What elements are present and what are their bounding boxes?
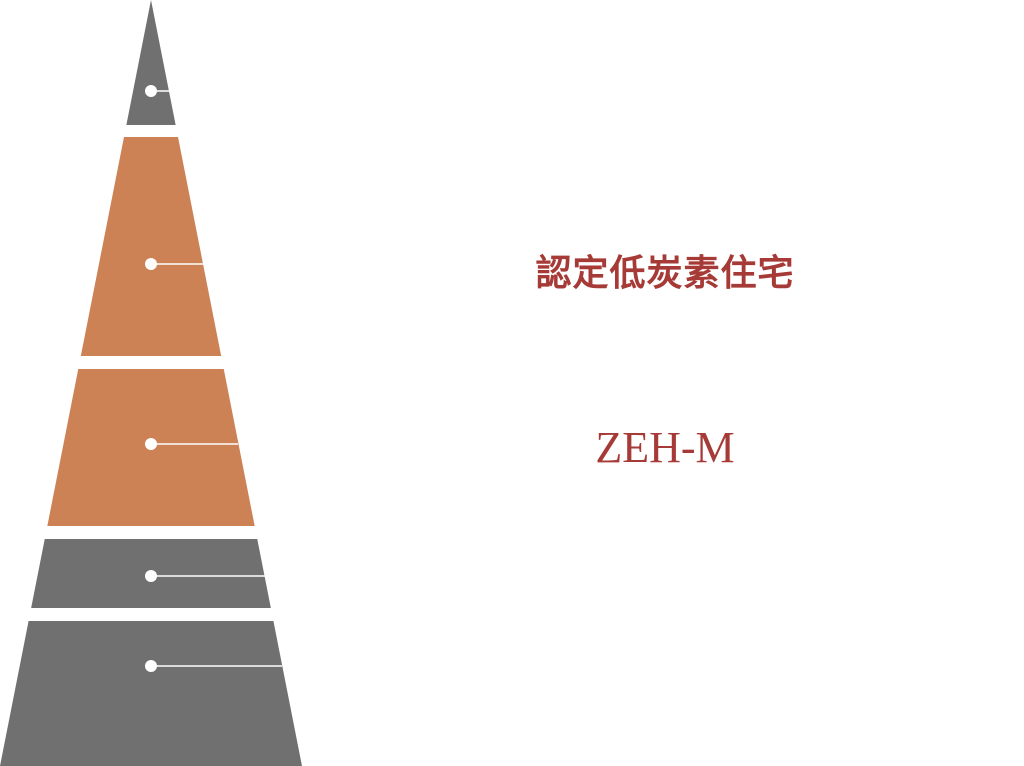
connector-dot-tier-5 (145, 660, 157, 672)
connector-dot-tier-2 (145, 258, 157, 270)
connector-dot-tier-3 (145, 438, 157, 450)
connector-dot-tier-1 (145, 85, 157, 97)
label-zeh-m: ZEH-M (595, 423, 735, 472)
label-certified-low-carbon-house: 認定低炭素住宅 (535, 252, 795, 294)
pyramid-tier-5 (0, 621, 302, 766)
pyramid-tier-1 (126, 0, 176, 125)
connector-dot-tier-4 (145, 570, 157, 582)
pyramid-tier-2 (80, 137, 222, 356)
